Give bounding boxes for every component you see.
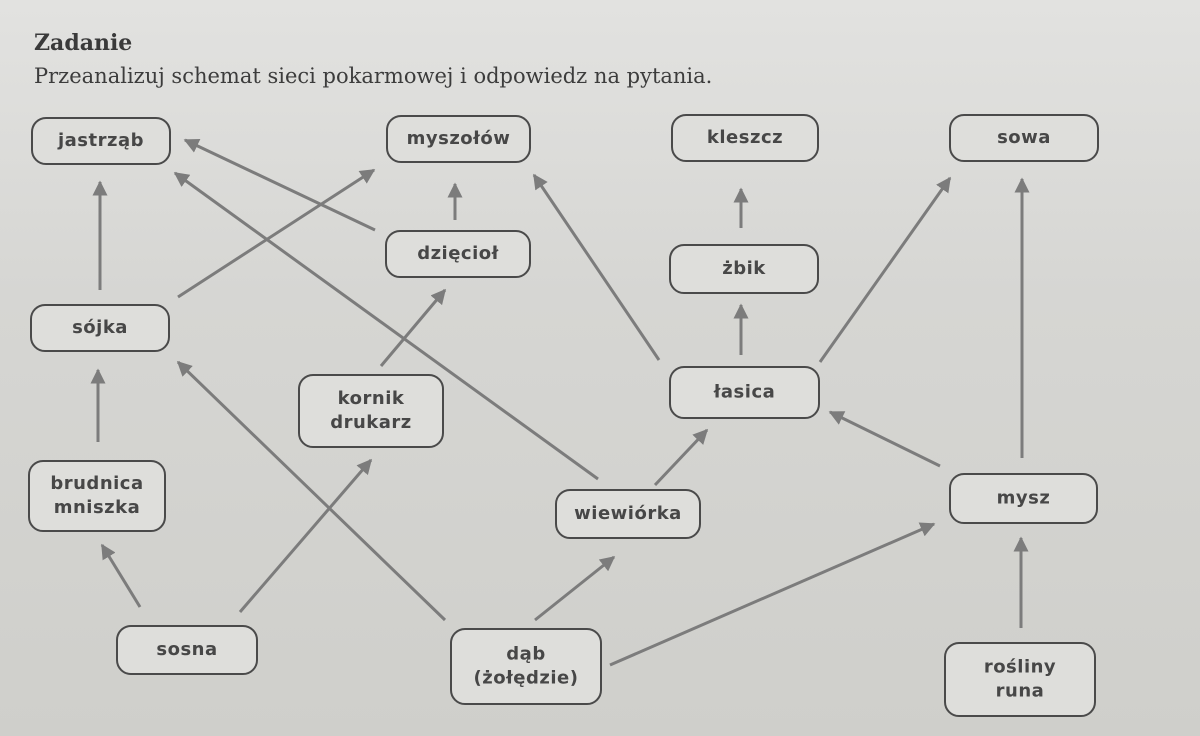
node-label-sowa: sowa: [997, 127, 1051, 148]
arrow-kornik-to-dzieciol: [379, 288, 447, 367]
node-label-zbik: żbik: [722, 258, 766, 279]
task-heading: Zadanie: [34, 30, 133, 56]
node-brudnica: brudnica mniszka: [28, 460, 166, 532]
node-dab: dąb (żołędzie): [450, 628, 602, 705]
node-mysz: mysz: [949, 473, 1098, 524]
node-kornik: kornik drukarz: [298, 374, 444, 448]
node-sojka: sójka: [30, 304, 170, 352]
arrow-dab-to-sojka: [176, 360, 447, 622]
node-box-wiewiorka: [555, 489, 701, 539]
arrow-dab-to-wiewiorka: [534, 555, 616, 622]
node-label-dab: dąb: [506, 644, 545, 665]
arrow-sosna-to-kornik: [238, 458, 373, 613]
task-instruction: Przeanalizuj schemat sieci pokarmowej i …: [34, 64, 713, 88]
node-kleszcz: kleszcz: [671, 114, 819, 162]
arrow-wiewiorka-to-jastrzab: [173, 171, 599, 481]
node-label-brudnica: mniszka: [54, 497, 141, 518]
nodes-layer: jastrząb myszołów kleszcz sowa dzięcioł żbik s…: [28, 114, 1099, 717]
node-box-sowa: [949, 114, 1099, 162]
node-label-kornik: kornik: [338, 388, 405, 409]
arrow-lasica-to-myszolow: [532, 173, 661, 361]
node-label-jastrzab: jastrząb: [57, 130, 144, 151]
arrow-sojka-to-myszolow: [177, 168, 376, 299]
node-label-rosliny: rośliny: [984, 657, 1056, 678]
edges-layer: [90, 138, 1030, 667]
node-label-dzieciol: dzięcioł: [417, 243, 499, 264]
node-box-myszolow: [386, 115, 531, 163]
node-label-mysz: mysz: [997, 488, 1051, 509]
node-lasica: łasica: [669, 366, 820, 419]
node-box-sojka: [30, 304, 170, 352]
node-label-myszolow: myszołów: [407, 128, 511, 149]
node-sosna: sosna: [116, 625, 258, 675]
node-box-jastrzab: [31, 117, 171, 165]
node-box-sosna: [116, 625, 258, 675]
node-label-brudnica: brudnica: [50, 473, 143, 494]
node-box-dzieciol: [385, 230, 531, 278]
node-label-sosna: sosna: [156, 639, 217, 660]
arrow-wiewiorka-to-lasica: [653, 428, 709, 487]
node-label-kornik: drukarz: [330, 412, 412, 433]
node-box-rosliny: [944, 642, 1096, 717]
node-label-lasica: łasica: [713, 382, 776, 403]
node-box-brudnica: [28, 460, 166, 532]
node-label-kleszcz: kleszcz: [707, 127, 783, 148]
node-sowa: sowa: [949, 114, 1099, 162]
node-label-dab: (żołędzie): [474, 668, 579, 689]
arrow-mysz-to-lasica: [828, 410, 941, 468]
node-box-kleszcz: [671, 114, 819, 162]
arrow-sosna-to-brudnica: [100, 543, 142, 608]
node-box-kornik: [298, 374, 444, 448]
node-zbik: żbik: [669, 244, 819, 294]
node-box-mysz: [949, 473, 1098, 524]
arrow-lasica-to-sowa: [818, 176, 952, 363]
node-jastrzab: jastrząb: [31, 117, 171, 165]
node-dzieciol: dzięcioł: [385, 230, 531, 278]
node-rosliny: rośliny runa: [944, 642, 1096, 717]
node-label-wiewiorka: wiewiórka: [574, 503, 682, 524]
node-label-rosliny: runa: [996, 681, 1045, 702]
node-box-lasica: [669, 366, 820, 419]
node-box-zbik: [669, 244, 819, 294]
arrow-dzieciol-to-jastrzab: [183, 138, 376, 232]
node-wiewiorka: wiewiórka: [555, 489, 701, 539]
arrow-dab-to-mysz: [609, 522, 936, 667]
node-box-dab: [450, 628, 602, 705]
node-label-sojka: sójka: [72, 317, 128, 338]
node-myszolow: myszołów: [386, 115, 531, 163]
